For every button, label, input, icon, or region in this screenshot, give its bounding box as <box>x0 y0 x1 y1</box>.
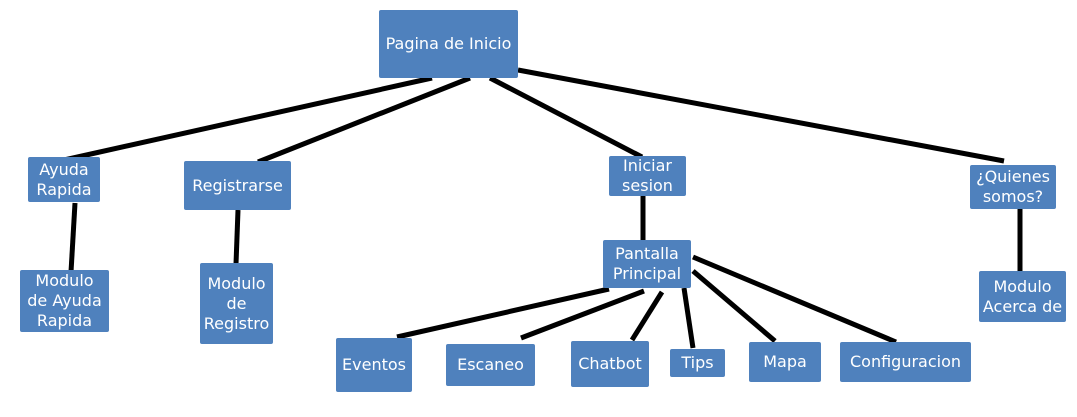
node-label: Registrarse <box>192 175 283 195</box>
node-registrarse: Registrarse <box>184 161 291 210</box>
node-label: Ayuda Rapida <box>36 159 92 199</box>
node-mapa: Mapa <box>749 342 821 382</box>
node-label: Tips <box>681 353 714 372</box>
node-modulo-acerca-de: Modulo Acerca de <box>979 271 1066 322</box>
edge-pantalla-eventos <box>396 286 610 340</box>
node-pantalla-principal: Pantalla Principal <box>603 240 691 288</box>
node-label: Pantalla Principal <box>612 244 682 283</box>
node-label: ¿Quienes somos? <box>976 167 1050 206</box>
edge-pantalla-mapa <box>691 269 777 343</box>
node-label: Chatbot <box>578 354 642 373</box>
node-modulo-registro: Modulo de Registro <box>200 263 273 344</box>
node-tips: Tips <box>670 349 725 377</box>
node-label: Escaneo <box>457 355 524 374</box>
node-modulo-ayuda-rapida: Modulo de Ayuda Rapida <box>20 270 109 332</box>
node-chatbot: Chatbot <box>571 341 649 387</box>
node-label: Iniciar sesion <box>622 156 673 195</box>
node-label: Eventos <box>342 355 406 374</box>
edge-registrarse-mod-registro <box>233 209 241 265</box>
edge-pantalla-tips <box>681 287 696 349</box>
node-pagina-de-inicio: Pagina de Inicio <box>379 10 518 78</box>
node-label: Configuracion <box>849 352 962 371</box>
node-iniciar-sesion: Iniciar sesion <box>609 156 686 196</box>
edge-pantalla-configuracion <box>692 254 897 345</box>
node-label: Mapa <box>763 352 807 371</box>
edge-ayuda-mod-ayuda <box>68 202 78 273</box>
node-escaneo: Escaneo <box>446 344 535 386</box>
node-ayuda-rapida: Ayuda Rapida <box>28 157 100 202</box>
edge-root-registrarse <box>257 75 471 165</box>
edge-pantalla-chatbot <box>629 290 665 342</box>
node-eventos: Eventos <box>336 338 412 392</box>
node-configuracion: Configuracion <box>840 342 971 382</box>
node-label: Modulo de Registro <box>203 273 270 333</box>
edge-root-quienes <box>517 67 1005 164</box>
node-label: Modulo Acerca de <box>982 276 1063 316</box>
edge-root-ayuda <box>63 75 433 163</box>
edge-root-iniciar <box>488 75 644 160</box>
node-quienes-somos: ¿Quienes somos? <box>970 165 1056 209</box>
node-label: Pagina de Inicio <box>385 34 512 53</box>
node-label: Modulo de Ayuda Rapida <box>27 271 102 330</box>
edge-pantalla-escaneo <box>520 288 645 341</box>
